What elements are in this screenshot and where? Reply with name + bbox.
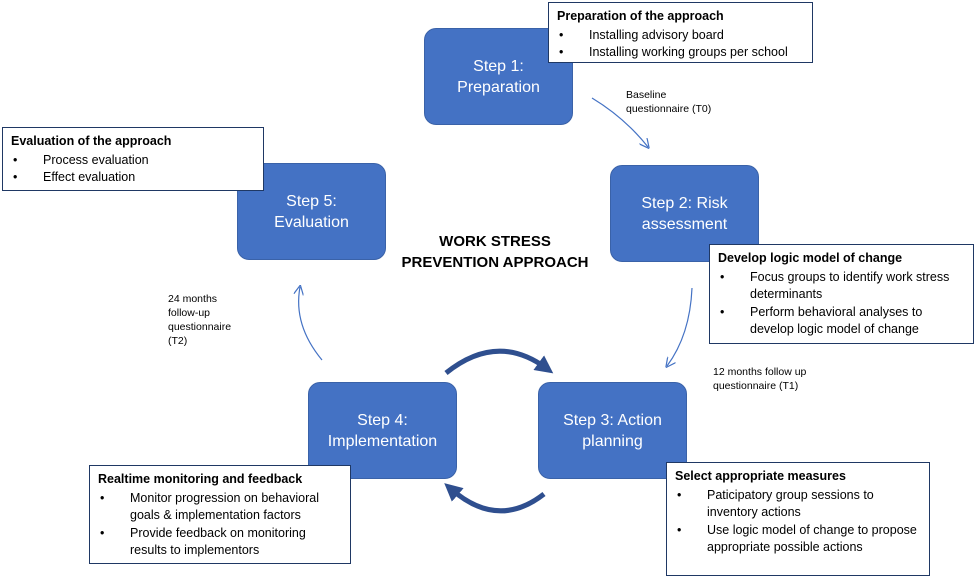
preparation-box-title: Preparation of the approach: [557, 9, 724, 23]
preparation-box: Preparation of the approach Installing a…: [548, 2, 813, 63]
monitoring-box: Realtime monitoring and feedback Monitor…: [89, 465, 351, 564]
list-item: Focus groups to identify work stress det…: [718, 269, 965, 304]
list-item: Effect evaluation: [11, 169, 255, 187]
cycle-arrow-bottom: [444, 483, 546, 514]
cycle-arrow-top: [444, 348, 554, 375]
measures-box: Select appropriate measures Paticipatory…: [666, 462, 930, 576]
arrow-step4-to-step5: [299, 287, 323, 361]
evaluation-box-title: Evaluation of the approach: [11, 134, 172, 148]
step-1-preparation: Step 1:Preparation: [424, 28, 573, 125]
list-item: Process evaluation: [11, 152, 255, 170]
evaluation-box: Evaluation of the approach Process evalu…: [2, 127, 264, 191]
list-item: Installing working groups per school: [557, 44, 804, 62]
arrow-step2-to-step3: [667, 287, 693, 366]
monitoring-box-title: Realtime monitoring and feedback: [98, 472, 303, 486]
diagram-title: WORK STRESS PREVENTION APPROACH: [401, 233, 589, 271]
step-4-implementation: Step 4:Implementation: [308, 382, 457, 479]
list-item: Paticipatory group sessions to inventory…: [675, 487, 921, 522]
list-item: Perform behavioral analyses to develop l…: [718, 304, 965, 339]
arrow-step1-to-step2: [591, 97, 648, 147]
list-item: Provide feedback on monitoring results t…: [98, 525, 342, 560]
note-followup-t1: 12 months follow up questionnaire (T1): [713, 366, 807, 392]
list-item: Use logic model of change to propose app…: [675, 522, 921, 557]
logic-model-box-title: Develop logic model of change: [718, 251, 903, 265]
list-item: Monitor progression on behavioral goals …: [98, 490, 342, 525]
note-baseline-t0: Baseline questionnaire (T0): [626, 89, 712, 115]
measures-box-title: Select appropriate measures: [675, 469, 846, 483]
list-item: Installing advisory board: [557, 27, 804, 45]
note-followup-t2: 24 months follow-up questionnaire (T2): [168, 293, 232, 347]
logic-model-box: Develop logic model of change Focus grou…: [709, 244, 974, 344]
